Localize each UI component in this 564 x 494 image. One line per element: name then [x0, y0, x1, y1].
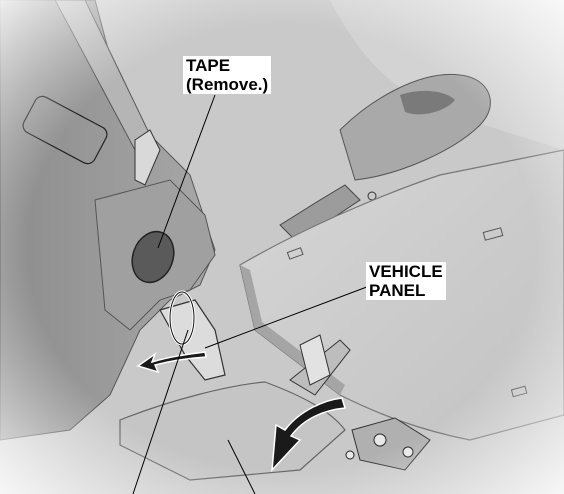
- vehicle-panel-callout-line1: VEHICLE: [369, 262, 443, 281]
- pull-arrow-icon: [136, 351, 207, 374]
- fold-arrow-icon: [271, 397, 346, 473]
- vehicle-panel-callout: VEHICLE PANEL: [366, 262, 446, 300]
- lower-leader-line-right: [227, 439, 256, 494]
- lower-leader-line-left: [132, 329, 189, 494]
- vehicle-panel-leader-line: [204, 284, 373, 349]
- tape-callout-line1: TAPE: [186, 56, 231, 75]
- tape-callout: TAPE (Remove.): [183, 56, 272, 94]
- vehicle-panel-callout-line2: PANEL: [369, 281, 426, 300]
- tape-callout-line2: (Remove.): [186, 75, 269, 94]
- tape-leader-line: [157, 94, 216, 249]
